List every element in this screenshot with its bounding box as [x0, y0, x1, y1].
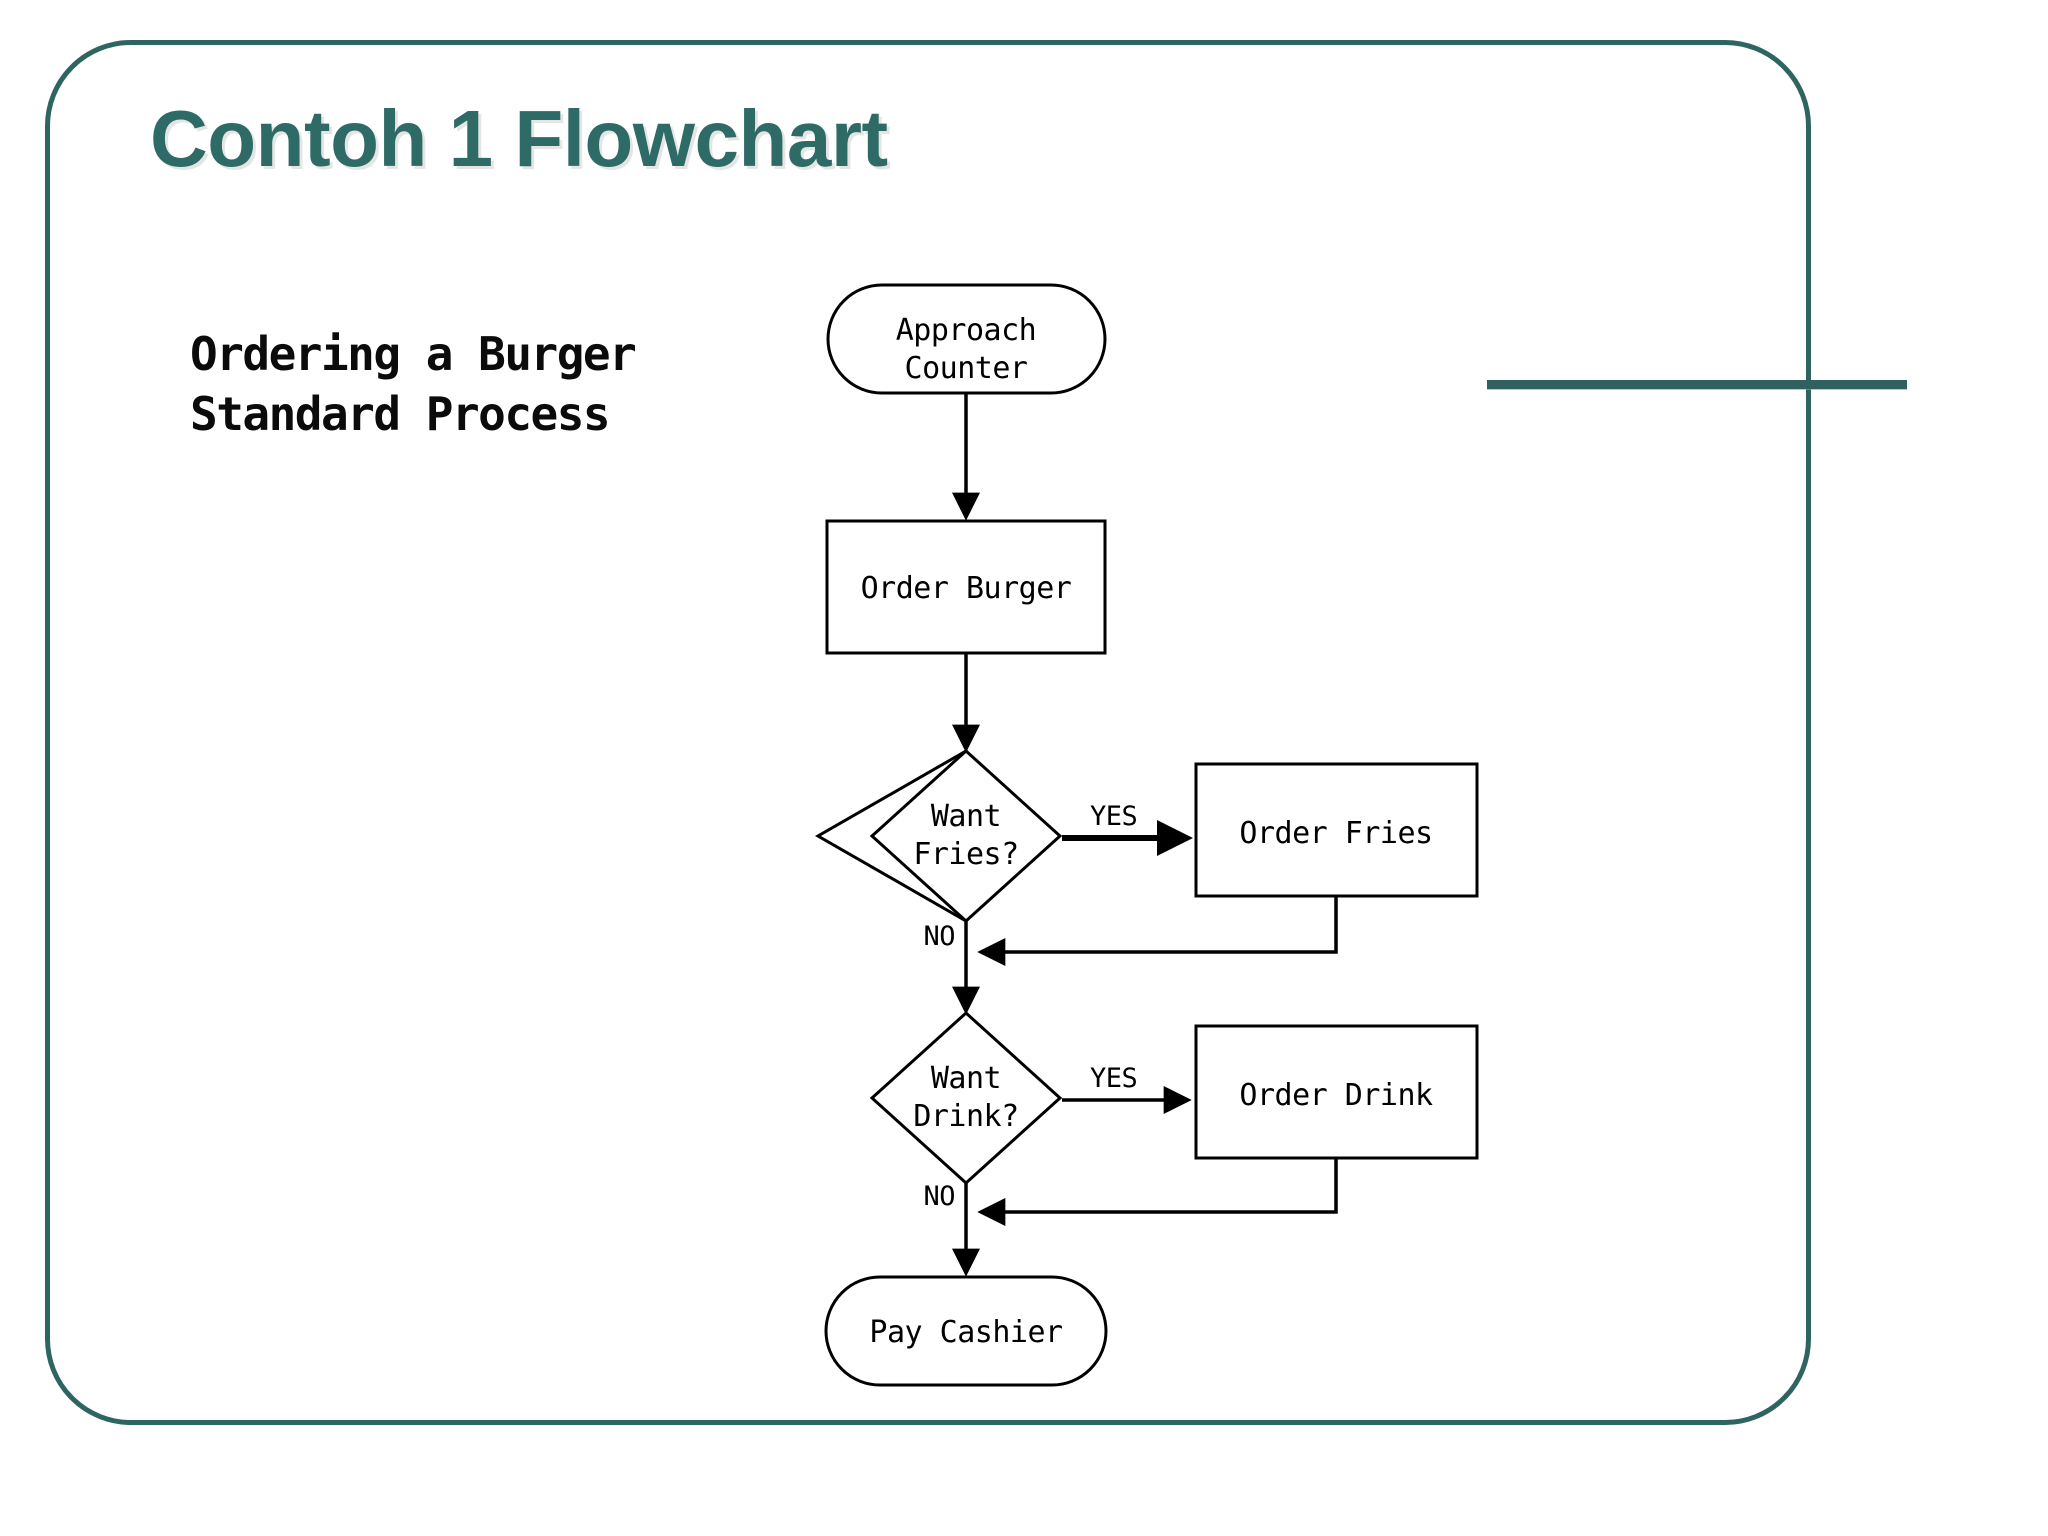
flow-node-order-drink-label: Order Drink — [1239, 1078, 1433, 1113]
page-title: Contoh 1 Flowchart — [150, 94, 888, 183]
flow-node-want-fries-label-line2: Fries? — [913, 837, 1018, 872]
accent-divider — [1487, 380, 1907, 389]
flow-node-order-fries[interactable]: Order Fries — [1194, 762, 1479, 898]
flow-node-order-burger-label: Order Burger — [861, 571, 1072, 606]
flow-node-order-fries-label: Order Fries — [1239, 816, 1432, 851]
flow-node-want-drink[interactable]: Want Drink? — [869, 1010, 1063, 1186]
flow-node-order-drink[interactable]: Order Drink — [1194, 1024, 1479, 1160]
flow-node-want-fries[interactable]: Want Fries? — [814, 748, 1063, 924]
flow-node-approach-counter-label-line1: Approach — [896, 313, 1037, 348]
flow-node-approach-counter-label-line2: Counter — [905, 351, 1028, 386]
flowchart-caption: Ordering a Burger Standard Process — [190, 325, 637, 445]
flow-node-want-drink-label-line2: Drink? — [913, 1099, 1018, 1134]
flow-node-pay-cashier[interactable]: Pay Cashier — [824, 1275, 1108, 1387]
caption-line-2: Standard Process — [190, 386, 611, 441]
flow-node-approach-counter[interactable]: Approach Counter — [826, 283, 1107, 395]
caption-line-1: Ordering a Burger — [190, 327, 637, 381]
flow-node-order-burger[interactable]: Order Burger — [825, 519, 1107, 655]
flow-node-pay-cashier-label: Pay Cashier — [869, 1315, 1062, 1350]
flow-node-want-drink-label-line1: Want — [931, 1061, 1001, 1096]
slide-frame — [45, 40, 1811, 1425]
flow-node-want-fries-label-line1: Want — [931, 799, 1001, 834]
